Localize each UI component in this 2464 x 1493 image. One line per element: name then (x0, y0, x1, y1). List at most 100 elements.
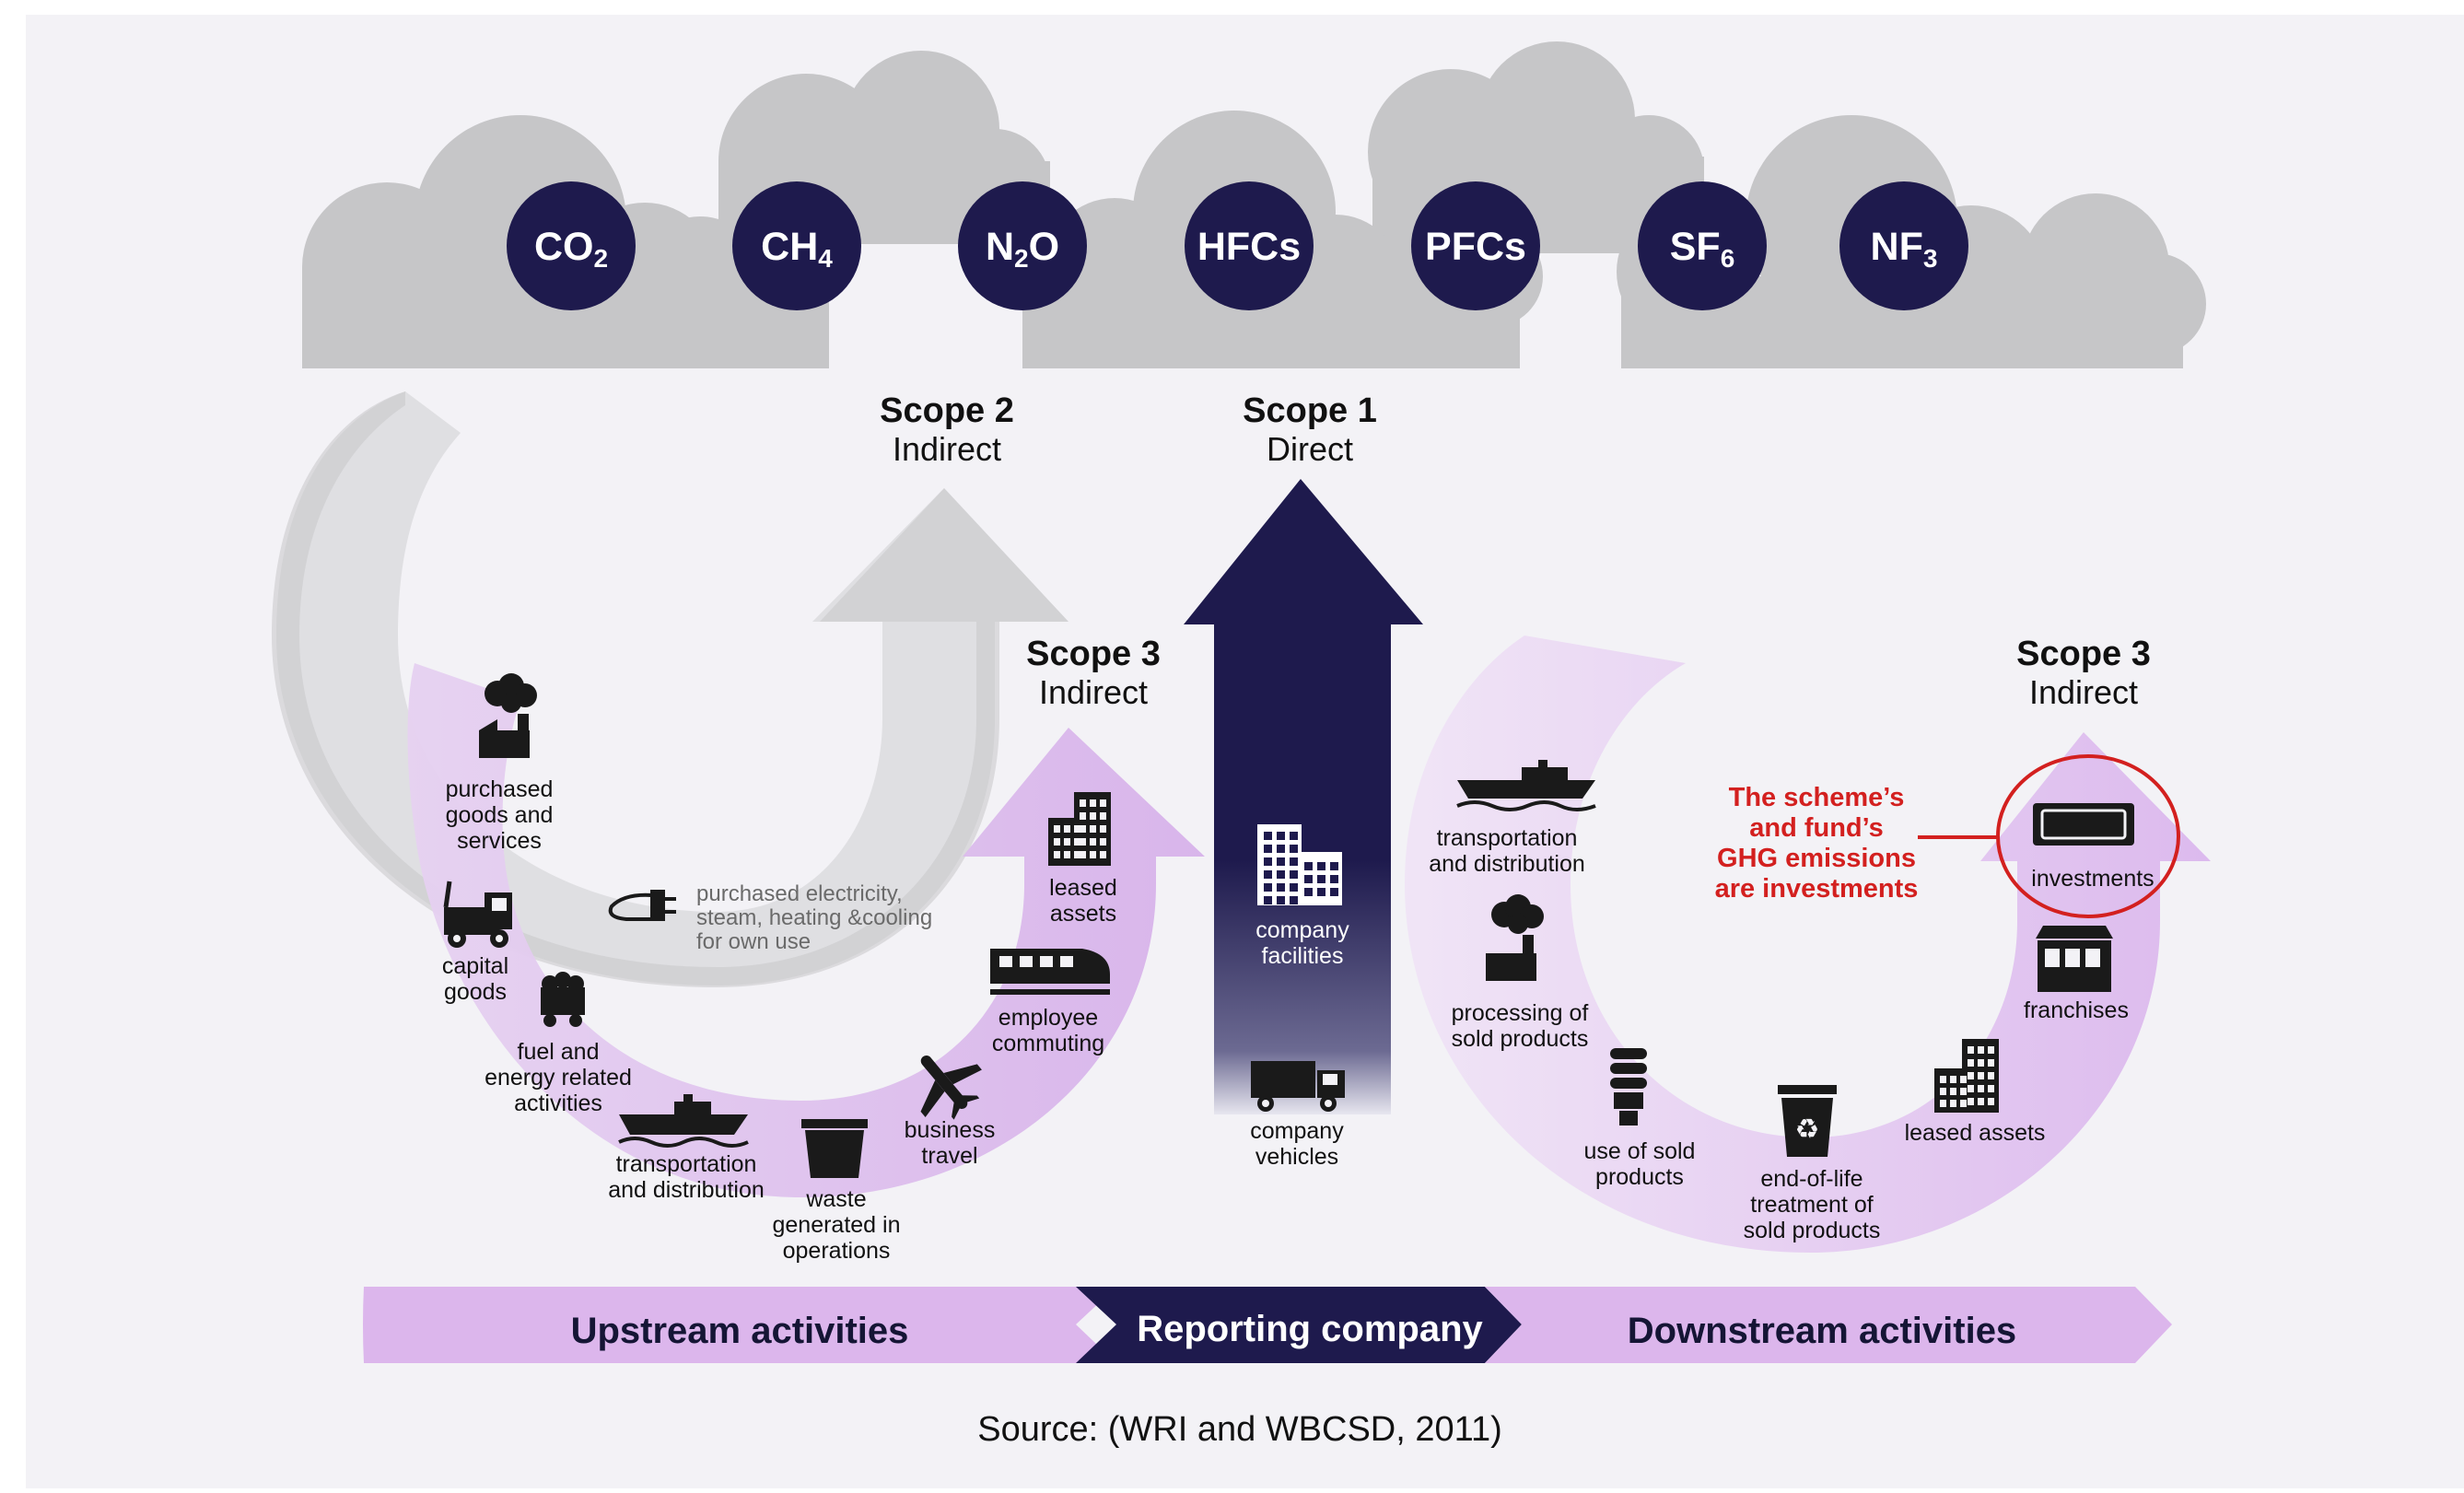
window-detail (1100, 812, 1106, 820)
gas-badge: CO2 (507, 181, 636, 310)
window-detail (1100, 799, 1106, 807)
window-detail (1080, 812, 1086, 820)
window-detail (1978, 1085, 1984, 1092)
window-detail (1968, 1072, 1974, 1079)
window-detail (1290, 845, 1298, 853)
coal-cart-icon (541, 972, 585, 1027)
gas-label: SF6 (1670, 225, 1735, 273)
window-detail (1264, 832, 1272, 840)
window-detail (1264, 883, 1272, 892)
scope3-upstream-label: Scope 3 Indirect (1026, 635, 1161, 711)
window-detail (1330, 862, 1338, 870)
window-detail (1968, 1059, 1974, 1067)
window-detail (1054, 825, 1060, 833)
window-detail (1090, 838, 1096, 846)
window-detail (1290, 883, 1298, 892)
window-detail (1988, 1046, 1994, 1054)
value-chain-band (363, 1287, 2172, 1363)
scope3-upstream-subtitle: Indirect (1039, 673, 1148, 711)
gas-circle (507, 181, 636, 310)
scope2-title: Scope 2 (880, 391, 1014, 430)
window-detail (1277, 832, 1285, 840)
window-detail (1317, 875, 1325, 883)
window-detail (1074, 851, 1080, 858)
airplane-icon (920, 1056, 982, 1120)
gas-label: NF3 (1871, 225, 1938, 273)
window-detail (1960, 1076, 1967, 1083)
icon-details (1054, 799, 2100, 1107)
window-detail (1277, 883, 1285, 892)
gas-badge: CH4 (732, 181, 861, 310)
window-detail (1090, 799, 1096, 807)
scope3-upstream-arc (407, 663, 1205, 1197)
gas-circle (1411, 181, 1540, 310)
window-detail (1074, 825, 1080, 833)
scope3-downstream-label: Scope 3 Indirect (2016, 635, 2151, 711)
upstream-band (363, 1287, 1116, 1363)
gas-label: N2O (986, 225, 1059, 273)
window-detail (1100, 851, 1106, 858)
window-detail (1988, 1085, 1994, 1092)
window-detail (1080, 825, 1086, 833)
window-detail (1290, 870, 1298, 879)
window-detail (1264, 857, 1272, 866)
window-detail (1304, 875, 1313, 883)
dumpster-icon (801, 1119, 868, 1178)
window-detail (1074, 838, 1080, 846)
window-detail (1264, 896, 1272, 904)
scope1-label: Scope 1 Direct (1243, 391, 1377, 468)
window-detail (1968, 1098, 1974, 1105)
window-detail (1290, 832, 1298, 840)
window-detail (1330, 875, 1338, 883)
plug-icon (608, 890, 676, 921)
window-detail (1978, 1046, 1984, 1054)
gas-circle (1638, 181, 1767, 310)
window-detail (1950, 1088, 1956, 1095)
window-detail (1054, 838, 1060, 846)
scope1-title: Scope 1 (1243, 391, 1377, 430)
gas-badge: NF3 (1839, 181, 1968, 310)
factory-icon (479, 673, 537, 758)
window-detail (1090, 825, 1096, 833)
window-detail (1940, 1100, 1946, 1107)
light-bulb-icon (1610, 1048, 1647, 1126)
window-detail (1960, 1088, 1967, 1095)
window-detail (1064, 825, 1070, 833)
scope2-label: Scope 2 Indirect (880, 391, 1014, 468)
window-detail (1978, 1072, 1984, 1079)
window-detail (1988, 1059, 1994, 1067)
window-detail (1100, 838, 1106, 846)
gas-label: HFCs (1197, 225, 1301, 269)
window-detail (1090, 851, 1096, 858)
scope3-upstream-title: Scope 3 (1026, 635, 1161, 673)
window-detail (1940, 1088, 1946, 1095)
scope3-downstream-arc (1405, 636, 2211, 1253)
window-detail (1090, 812, 1096, 820)
window-detail (1940, 1076, 1946, 1083)
gas-circle (958, 181, 1087, 310)
window-detail (1304, 862, 1313, 870)
train-icon (990, 949, 1110, 995)
window-detail (1277, 896, 1285, 904)
downstream-activities-label: Downstream activities (1628, 1311, 2016, 1351)
scope3-downstream-title: Scope 3 (2016, 635, 2151, 673)
window-detail (1330, 888, 1338, 896)
ship-icon-downstream (1456, 760, 1596, 811)
upstream-activities-label: Upstream activities (571, 1311, 909, 1351)
gas-circle (732, 181, 861, 310)
window-detail (1080, 851, 1086, 858)
investments-highlight-circle (1996, 754, 2180, 918)
purchased-electricity-label: purchased electricity,steam, heating &co… (696, 881, 932, 954)
cloud-shape (2008, 193, 2206, 368)
window-detail (1264, 870, 1272, 879)
gas-circle (1185, 181, 1314, 310)
window-detail (1080, 799, 1086, 807)
